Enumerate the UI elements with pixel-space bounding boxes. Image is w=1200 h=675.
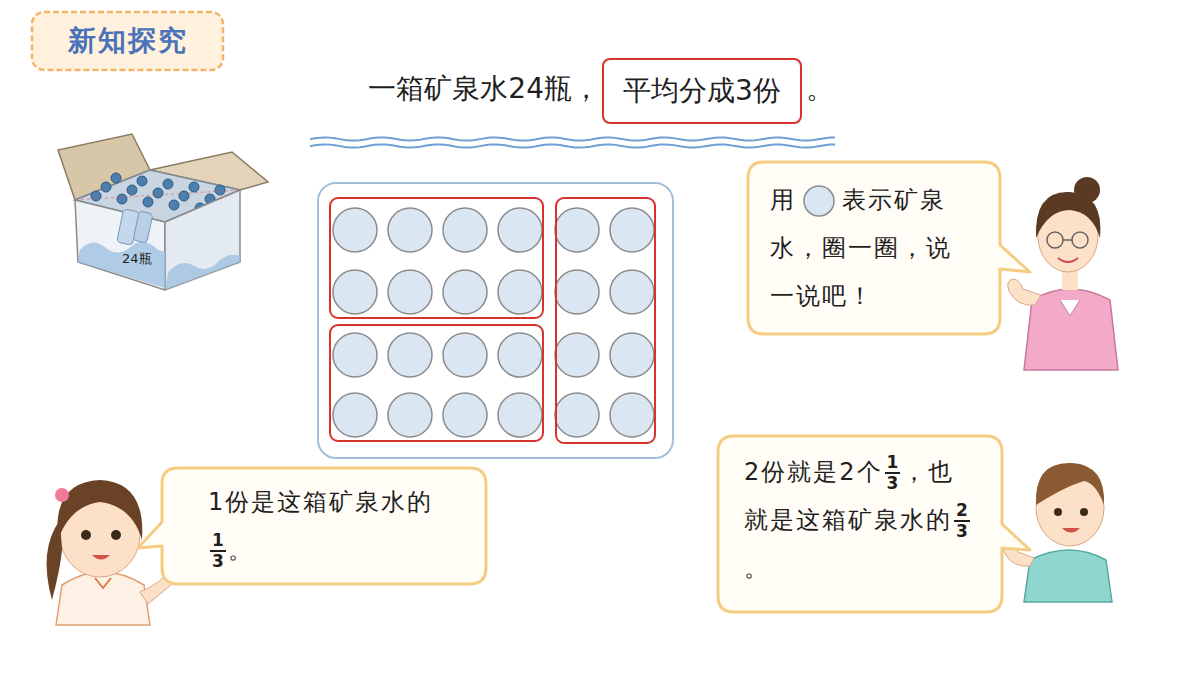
speech-bubble: 2份就是2个13，也就是这箱矿泉水的23。: [718, 436, 1002, 612]
bottle-circle: [555, 270, 599, 314]
group-ring: [556, 198, 655, 443]
bottle-cap: [127, 185, 137, 195]
bottle-circle: [333, 270, 377, 314]
bottle-cap: [143, 197, 153, 207]
text-block: 1份是这箱矿泉水的 13。: [208, 478, 440, 574]
fraction-numerator: 1: [210, 531, 226, 552]
fraction: 23: [954, 501, 970, 540]
bottle-circle: [555, 208, 599, 252]
bottle-circle: [498, 270, 542, 314]
bottle-cap: [117, 194, 127, 204]
water-carton: [58, 134, 268, 290]
fraction: 13: [885, 453, 901, 492]
highlight-box: 平均分成3份: [602, 58, 802, 124]
wavy-underline: [310, 137, 835, 140]
bottle-cap: [189, 182, 199, 192]
bottle-circle: [388, 333, 432, 377]
speech-text: 。: [228, 536, 254, 564]
bottle-circle: [498, 208, 542, 252]
bottle-circle: [333, 393, 377, 437]
bottle-cap: [137, 176, 147, 186]
bottle-cap: [91, 191, 101, 201]
bottle-circle: [610, 333, 654, 377]
speech-text: 新知探究: [68, 24, 188, 57]
speech-text: 表示矿泉水，圈一圈，说一说吧！: [770, 186, 952, 310]
bottle-circle: [610, 393, 654, 437]
speech-text: 2份就是2个: [744, 458, 883, 486]
bottle-circles: [333, 208, 654, 437]
bottle-circle: [443, 393, 487, 437]
bottle-symbol: [802, 184, 836, 218]
bottle-cap: [153, 188, 163, 198]
wavy-underline: [310, 144, 835, 147]
text-block: 平均分成3份: [623, 72, 781, 110]
title-text: 。: [806, 70, 846, 108]
bottle-circle: [388, 393, 432, 437]
bottle-circle: [443, 208, 487, 252]
speech-text: 。: [744, 554, 770, 582]
bottle-circle: [498, 393, 542, 437]
speech-bubble: 1份是这箱矿泉水的 13。: [162, 468, 486, 584]
bottle-circle: [498, 333, 542, 377]
fraction: 13: [210, 531, 226, 570]
bottle-circle: [610, 270, 654, 314]
group-ring: [330, 325, 543, 441]
boy-figure: [1003, 463, 1112, 602]
group-ring: [330, 198, 543, 318]
teacher-figure: [1008, 177, 1118, 370]
carton-label: 24瓶: [122, 250, 162, 268]
speech-text: 1份是这箱矿泉水的: [208, 488, 433, 516]
fraction-numerator: 2: [954, 501, 970, 522]
bottle-circle: [555, 333, 599, 377]
bottle-cap: [111, 173, 121, 183]
fraction-denominator: 3: [210, 552, 226, 571]
bottle-circle: [443, 270, 487, 314]
bottle-cap: [169, 200, 179, 210]
bottle-circle: [333, 333, 377, 377]
speech-text: 用: [770, 186, 796, 214]
wavy-underline: [310, 137, 835, 147]
title-text: 一箱矿泉水24瓶，: [300, 70, 600, 108]
fraction-denominator: 3: [954, 522, 970, 541]
whole-frame: [318, 183, 673, 458]
speech-text: 平均分成3份: [623, 74, 781, 107]
bottle-circle: [555, 393, 599, 437]
section-badge: 新知探究: [30, 10, 225, 72]
bottle-cap: [215, 185, 225, 195]
bottle-circle: [388, 208, 432, 252]
fraction-denominator: 3: [885, 474, 901, 493]
bubble-outline: [162, 468, 486, 584]
speech-bubble: 用表示矿泉水，圈一圈，说一说吧！: [748, 162, 1000, 334]
bottle-cap: [101, 182, 111, 192]
bottle-cap: [163, 179, 173, 189]
fraction-numerator: 1: [885, 453, 901, 474]
bottle-cap: [179, 191, 189, 201]
text-block: 新知探究: [68, 22, 188, 60]
bottle-circle: [388, 270, 432, 314]
bottle-circle: [333, 208, 377, 252]
text-block: 2份就是2个13，也就是这箱矿泉水的23。: [744, 448, 976, 592]
bottle-circle: [443, 333, 487, 377]
bottle-circle: [610, 208, 654, 252]
text-block: 用表示矿泉水，圈一圈，说一说吧！: [770, 176, 976, 320]
